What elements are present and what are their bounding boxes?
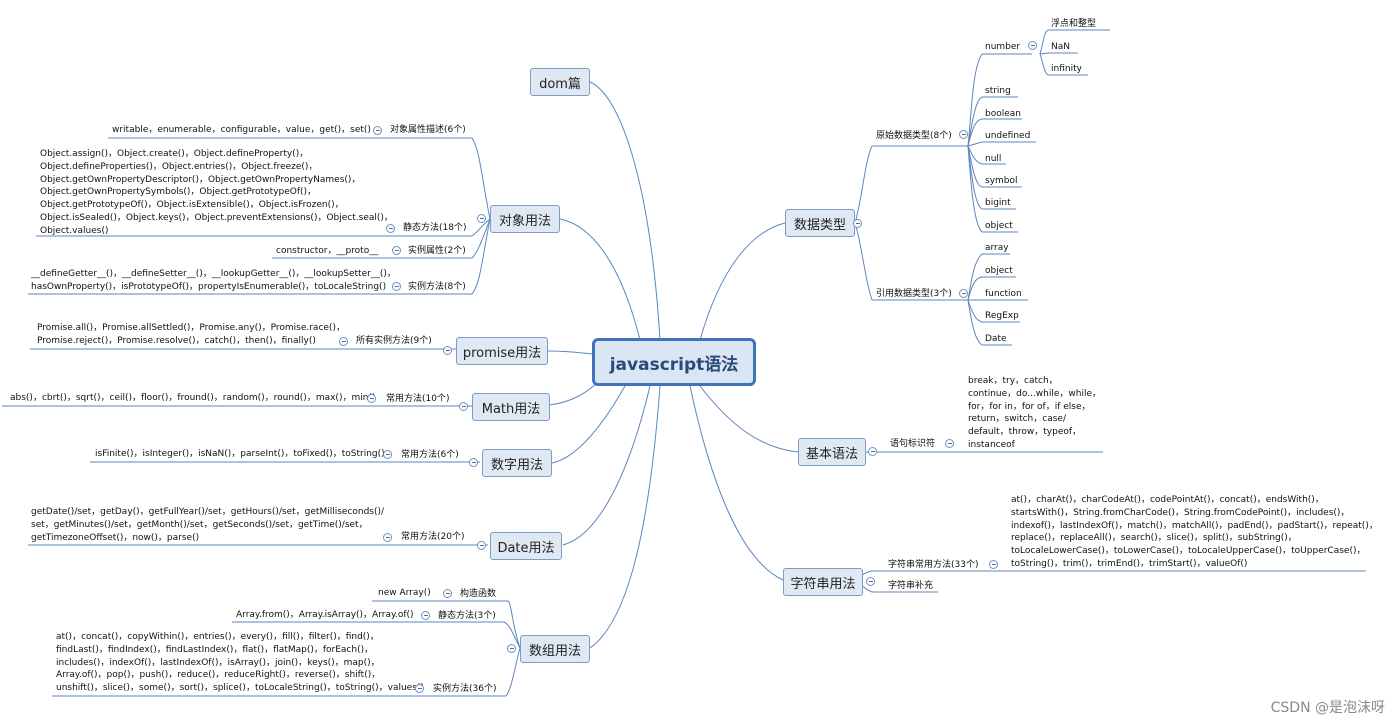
date-methods-content: getDate()/set，getDay()，getFullYear()/set… xyxy=(31,507,385,543)
collapse-icon[interactable] xyxy=(386,224,395,233)
array-constructor-content: new Array() xyxy=(378,588,431,598)
object-instance-methods-label: 实例方法(8个) xyxy=(408,282,466,292)
object-static-content: Object.assign()，Object.create()，Object.d… xyxy=(40,149,393,236)
root-node[interactable]: javascript语法 xyxy=(592,338,756,386)
object-instance-methods-content: __defineGetter__()，__defineSetter__()，__… xyxy=(31,269,396,292)
date-methods-label: 常用方法(20个) xyxy=(401,532,465,542)
promise-methods-label: 所有实例方法(9个) xyxy=(356,336,432,346)
watermark: CSDN @是泡沫呀 xyxy=(1270,700,1385,716)
statement-content: break，try，catch， continue，do...while，whi… xyxy=(968,376,1101,450)
number-child-nan: NaN xyxy=(1051,42,1070,52)
collapse-icon[interactable] xyxy=(477,214,486,223)
primitive-item-string: string xyxy=(985,86,1011,96)
collapse-icon[interactable] xyxy=(459,402,468,411)
node-object-usage-label: 对象用法 xyxy=(498,213,551,229)
primitive-item-boolean: boolean xyxy=(985,109,1021,119)
collapse-icon[interactable] xyxy=(392,246,401,255)
reference-item-function: function xyxy=(985,289,1022,299)
string-common-content: at()，charAt()，charCodeAt()，codePointAt()… xyxy=(1011,495,1378,569)
node-date-usage[interactable]: Date用法 xyxy=(490,532,562,560)
promise-methods-content: Promise.all()，Promise.allSettled()，Promi… xyxy=(37,323,345,346)
string-supplement-label: 字符串补充 xyxy=(888,581,934,591)
primitive-item-object: object xyxy=(985,221,1013,231)
collapse-icon[interactable] xyxy=(959,289,968,298)
collapse-icon[interactable] xyxy=(443,346,452,355)
string-common-label: 字符串常用方法(33个) xyxy=(888,560,979,570)
node-number-usage-label: 数字用法 xyxy=(490,457,543,473)
node-promise-usage-label: promise用法 xyxy=(462,345,542,361)
collapse-icon[interactable] xyxy=(469,458,478,467)
collapse-icon[interactable] xyxy=(945,439,954,448)
collapse-icon[interactable] xyxy=(383,450,392,459)
collapse-icon[interactable] xyxy=(339,337,348,346)
collapse-icon[interactable] xyxy=(373,126,382,135)
collapse-icon[interactable] xyxy=(866,577,875,586)
node-string-usage-label: 字符串用法 xyxy=(790,576,856,592)
number-methods-label: 常用方法(6个) xyxy=(401,450,459,460)
object-static-label: 静态方法(18个) xyxy=(403,223,467,233)
collapse-icon[interactable] xyxy=(1028,41,1037,50)
collapse-icon[interactable] xyxy=(367,394,376,403)
primitive-item-undefined: undefined xyxy=(985,131,1031,141)
collapse-icon[interactable] xyxy=(421,611,430,620)
collapse-icon[interactable] xyxy=(383,533,392,542)
primitive-item-symbol: symbol xyxy=(985,176,1018,186)
primitive-types-label: 原始数据类型(8个) xyxy=(876,131,952,141)
collapse-icon[interactable] xyxy=(415,684,424,693)
collapse-icon[interactable] xyxy=(989,560,998,569)
reference-item-date: Date xyxy=(985,334,1007,344)
collapse-icon[interactable] xyxy=(443,589,452,598)
node-promise-usage[interactable]: promise用法 xyxy=(456,337,548,365)
node-array-usage[interactable]: 数组用法 xyxy=(520,635,590,663)
reference-item-array: array xyxy=(985,243,1009,253)
reference-item-object: object xyxy=(985,266,1013,276)
object-instance-props-label: 实例属性(2个) xyxy=(408,246,466,256)
node-data-types[interactable]: 数据类型 xyxy=(785,209,855,237)
number-label: number xyxy=(985,42,1021,52)
object-instance-props-content: constructor，__proto__ xyxy=(276,246,379,256)
collapse-icon[interactable] xyxy=(959,130,968,139)
node-date-usage-label: Date用法 xyxy=(497,540,555,556)
collapse-icon[interactable] xyxy=(477,541,486,550)
object-prop-desc-label: 对象属性描述(6个) xyxy=(390,125,466,135)
node-data-types-label: 数据类型 xyxy=(793,217,846,233)
collapse-icon[interactable] xyxy=(507,644,516,653)
primitive-item-null: null xyxy=(985,154,1002,164)
array-static-content: Array.from()，Array.isArray()，Array.of() xyxy=(236,610,414,620)
node-dom-label: dom篇 xyxy=(539,76,581,92)
number-child-float: 浮点和整型 xyxy=(1051,19,1097,29)
number-child-infinity: infinity xyxy=(1051,64,1082,74)
node-string-usage[interactable]: 字符串用法 xyxy=(783,568,863,596)
math-methods-content: abs()，cbrt()，sqrt()，ceil()，floor()，froun… xyxy=(10,393,376,403)
statement-label: 语句标识符 xyxy=(890,439,936,449)
array-instance-label: 实例方法(36个) xyxy=(433,684,497,694)
node-array-usage-label: 数组用法 xyxy=(528,643,581,659)
node-math-usage[interactable]: Math用法 xyxy=(472,393,550,421)
node-dom[interactable]: dom篇 xyxy=(530,68,590,96)
primitive-item-bigint: bigint xyxy=(985,198,1011,208)
number-methods-content: isFinite()，isInteger()，isNaN()，parseInt(… xyxy=(95,449,385,459)
object-prop-desc-content: writable，enumerable，configurable，value，g… xyxy=(112,125,371,135)
collapse-icon[interactable] xyxy=(868,447,877,456)
root-label: javascript语法 xyxy=(609,354,739,375)
reference-types-label: 引用数据类型(3个) xyxy=(876,289,952,299)
math-methods-label: 常用方法(10个) xyxy=(386,394,450,404)
node-basic-syntax[interactable]: 基本语法 xyxy=(798,438,866,466)
node-object-usage[interactable]: 对象用法 xyxy=(490,205,560,233)
node-math-usage-label: Math用法 xyxy=(481,401,541,417)
array-constructor-label: 构造函数 xyxy=(460,589,497,599)
node-number-usage[interactable]: 数字用法 xyxy=(482,449,552,477)
array-instance-content: at()，concat()，copyWithin()，entries()，eve… xyxy=(56,632,424,694)
collapse-icon[interactable] xyxy=(392,282,401,291)
collapse-icon[interactable] xyxy=(853,219,862,228)
reference-item-regexp: RegExp xyxy=(985,311,1019,321)
array-static-label: 静态方法(3个) xyxy=(438,611,496,621)
node-basic-syntax-label: 基本语法 xyxy=(805,446,858,462)
